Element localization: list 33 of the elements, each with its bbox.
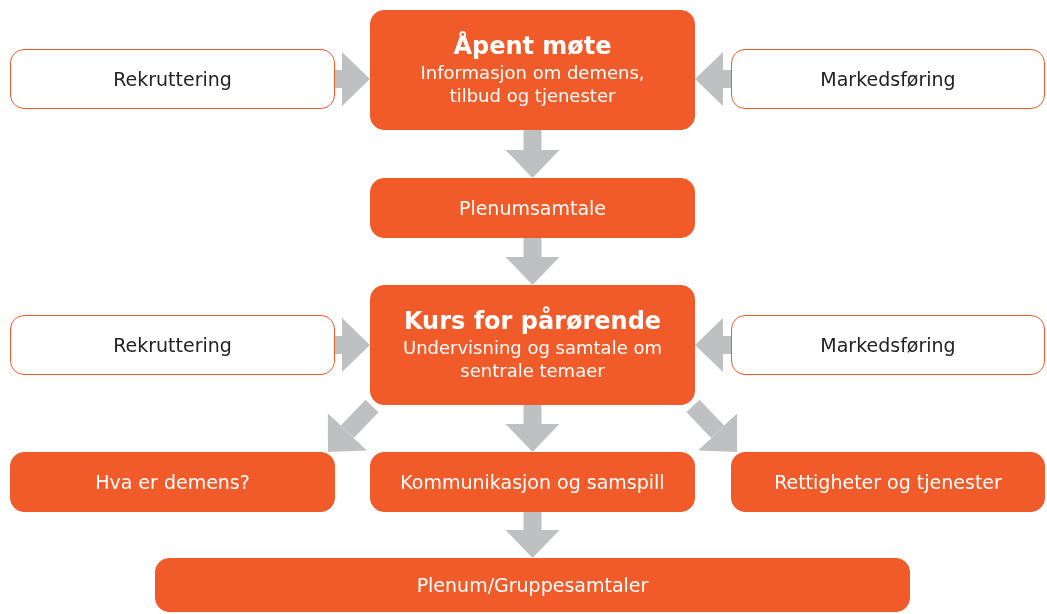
block-arrow bbox=[327, 399, 379, 452]
box-label: Rekruttering bbox=[113, 66, 232, 92]
box-heading: Åpent møte bbox=[453, 32, 612, 61]
process-box bbox=[370, 178, 695, 238]
block-arrow bbox=[335, 318, 370, 372]
block-arrow bbox=[335, 52, 370, 106]
box-description: Informasjon om demens, tilbud og tjenester bbox=[419, 61, 646, 108]
block-arrow bbox=[695, 52, 731, 106]
box-heading: Kurs for pårørende bbox=[403, 307, 662, 336]
box-label: Hva er demens? bbox=[95, 469, 250, 495]
block-arrow bbox=[505, 130, 560, 178]
box-label: Markedsføring bbox=[820, 66, 956, 92]
box-label: Kommunikasjon og samspill bbox=[400, 469, 665, 495]
block-arrow bbox=[505, 512, 560, 558]
process-box bbox=[370, 285, 695, 405]
outlined-box bbox=[10, 315, 335, 375]
box-label: Rettigheter og tjenester bbox=[774, 469, 1002, 495]
process-box bbox=[731, 452, 1045, 512]
outlined-box bbox=[731, 315, 1045, 375]
outlined-box bbox=[10, 49, 335, 109]
box-description: Undervisning og samtale om sentrale temaer bbox=[402, 336, 663, 383]
process-box bbox=[10, 452, 335, 512]
box-label: Plenum/Gruppesamtaler bbox=[416, 572, 649, 598]
block-arrow bbox=[505, 238, 560, 285]
process-box bbox=[155, 558, 910, 612]
box-label: Markedsføring bbox=[820, 332, 956, 358]
process-box bbox=[370, 452, 695, 512]
block-arrow bbox=[695, 318, 731, 372]
box-label: Plenumsamtale bbox=[458, 195, 607, 221]
process-box bbox=[370, 10, 695, 130]
block-arrow bbox=[686, 399, 738, 452]
box-label: Rekruttering bbox=[113, 332, 232, 358]
outlined-box bbox=[731, 49, 1045, 109]
